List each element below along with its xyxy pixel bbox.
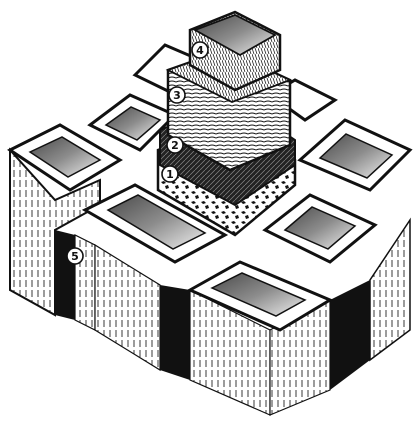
callout-5: 5 — [67, 248, 83, 264]
callout-3: 3 — [169, 87, 185, 103]
cell — [300, 120, 410, 190]
callout-4: 4 — [192, 42, 208, 58]
svg-text:4: 4 — [196, 44, 204, 57]
svg-text:1: 1 — [166, 168, 174, 181]
callout-2: 2 — [167, 137, 183, 153]
svg-text:3: 3 — [173, 89, 181, 102]
callout-1: 1 — [162, 166, 178, 182]
layered-stack — [158, 12, 295, 235]
cell — [265, 195, 375, 262]
svg-text:2: 2 — [171, 139, 179, 152]
svg-text:5: 5 — [71, 250, 79, 263]
